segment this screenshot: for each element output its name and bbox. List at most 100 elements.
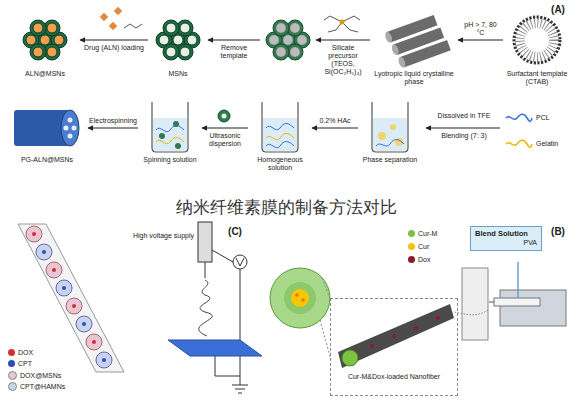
legend-sample	[9, 383, 17, 391]
collector-and-pump	[489, 302, 494, 303]
phase-beaker	[376, 140, 404, 147]
node-caption: Homogeneous solution	[250, 156, 310, 172]
loaded-fiber-band	[42, 250, 46, 254]
legend-item: CPT@HAMNs	[8, 382, 65, 391]
bundle-station	[262, 12, 314, 70]
collector-and-pump	[462, 268, 488, 340]
legend-text: DOX	[18, 349, 33, 357]
node-caption: Cur-M&Dox-loaded Nanofiber	[334, 373, 454, 381]
nanofiber-cylinder	[14, 110, 79, 146]
fiber-station: PG-ALN@MSNs	[8, 100, 86, 164]
drug-nanofiber	[392, 334, 396, 338]
aln-molecules	[100, 13, 108, 21]
flow-arrow	[312, 128, 358, 129]
loaded-fiber-band	[92, 340, 96, 344]
spinning-beaker	[152, 102, 188, 152]
flow-arrow	[316, 40, 370, 41]
msn-icon	[222, 114, 227, 119]
spinning-beaker	[159, 133, 165, 139]
particle-station: ALN@MSNs	[12, 12, 78, 78]
legend-text: CPT@HAMNs	[20, 383, 65, 391]
legend-item: DOX@MSNs	[8, 371, 61, 380]
legend-text: Cur-M	[418, 230, 437, 238]
spinning-beaker	[173, 121, 179, 127]
aln-msn-particle	[26, 23, 64, 57]
electrospinning-setup	[240, 269, 241, 385]
node-caption: ALN@MSNs	[12, 70, 78, 78]
drug-nanofiber	[436, 316, 440, 320]
loaded-fiber-band	[32, 232, 36, 236]
loaded-fiber-band	[62, 286, 66, 290]
electrospinning-setup	[236, 258, 244, 266]
legend-sample	[9, 372, 17, 380]
note-label: Dissolved in TFE	[428, 112, 500, 120]
legend-sample	[505, 139, 533, 149]
teos-molecule	[342, 16, 360, 22]
ctab-micelle	[514, 17, 560, 63]
phase-beaker	[378, 132, 386, 140]
teos-molecule	[328, 22, 342, 32]
aln-msn-particle	[23, 20, 67, 60]
zoom-particle	[270, 268, 330, 328]
node-caption: Phase separation	[360, 156, 420, 164]
drug-nanofiber	[342, 350, 358, 366]
phase-beaker	[372, 102, 408, 152]
drug-nanofiber	[370, 344, 374, 348]
legend-text: Dox	[418, 256, 430, 264]
step-label: Silicate precursor (TEOS, Si(OC₂H₅)₄)	[318, 44, 368, 76]
loaded-fiber-band	[72, 304, 76, 308]
collector-and-pump	[500, 290, 566, 326]
legend-item: Gelatin	[505, 139, 558, 149]
node-caption: PG-ALN@MSNs	[8, 156, 86, 164]
spinning-beaker	[156, 126, 184, 132]
loaded-fiber-band	[36, 244, 52, 260]
aln-molecules	[100, 7, 142, 30]
electrospinning-setup	[232, 385, 248, 386]
particle-station: MSNs	[150, 12, 206, 78]
electrospinning-setup	[168, 222, 262, 393]
flow-arrow	[202, 128, 248, 129]
flow-arrow	[208, 40, 260, 41]
legend-item: DOX	[8, 349, 33, 357]
legend-sample	[505, 113, 533, 123]
legend-sample	[506, 114, 532, 121]
loaded-fiber-band	[102, 358, 106, 362]
overlay-title: 纳米纤维素膜的制备方法对比	[0, 196, 573, 219]
zoom-particle	[284, 282, 316, 314]
node-caption: Lyotropic liquid crystalline phase	[372, 70, 456, 86]
legend-sample	[506, 140, 532, 147]
legend-item: CPT	[8, 360, 32, 368]
phase-station: Lyotropic liquid crystalline phase	[372, 12, 456, 86]
lyotropic-cylinders	[384, 31, 393, 43]
legend-text: DOX@MSNs	[20, 372, 61, 380]
nanofiber-cylinder	[61, 110, 79, 146]
lyotropic-cylinders	[391, 44, 400, 56]
silica-template-bundle	[269, 23, 307, 57]
teos-molecule	[340, 20, 345, 25]
legend-sample	[8, 371, 17, 380]
legend-swatch	[408, 243, 415, 250]
msn-icon	[218, 110, 230, 122]
legend-swatch	[408, 230, 415, 237]
loaded-fiber-band	[46, 262, 62, 278]
phase-beaker	[372, 102, 408, 152]
panel-letter: (A)	[546, 4, 570, 16]
step-label: Electrospinning	[88, 117, 138, 125]
spinning-beaker	[152, 102, 188, 152]
msn-particle	[159, 23, 197, 57]
legend-swatch	[8, 360, 15, 367]
ctab-micelle	[514, 17, 560, 63]
homogeneous-beaker	[262, 102, 298, 152]
nanofiber-cylinder	[68, 118, 73, 123]
step-label: Remove template	[210, 44, 258, 60]
legend-swatch	[408, 256, 415, 263]
beaker-station: Homogeneous solution	[250, 100, 310, 172]
loaded-fiber-band	[26, 226, 42, 242]
collector-and-pump	[454, 310, 488, 315]
msn-particle	[156, 20, 200, 60]
aln-molecules	[109, 22, 117, 30]
blending-arrow	[426, 128, 500, 129]
step-label: Drug (ALN) loading	[82, 44, 146, 52]
lyotropic-cylinders	[384, 14, 451, 70]
lyotropic-cylinders	[397, 56, 406, 68]
